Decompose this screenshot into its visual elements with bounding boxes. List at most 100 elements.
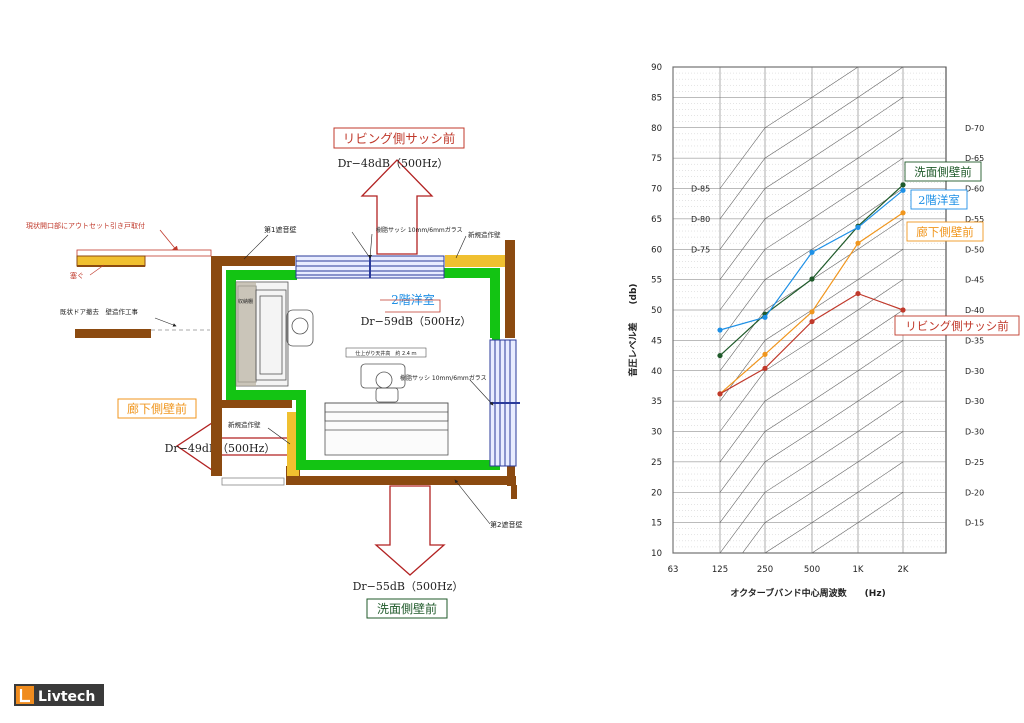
note-new-wall-left-leader	[267, 427, 291, 445]
series-point-0	[809, 276, 815, 282]
right-curve-label: D-30	[965, 428, 984, 437]
y-tick-label: 10	[651, 549, 662, 559]
note-wall1: 第1遮音壁	[264, 225, 296, 234]
y-tick-label: 30	[651, 428, 662, 438]
room-value: Dr−59dB（500Hz）	[361, 315, 472, 328]
series-point-3	[762, 365, 768, 371]
note-opening-leader	[159, 229, 179, 253]
brand-logo: Livtech	[14, 684, 104, 706]
outer-wall-right-low	[507, 456, 515, 486]
series-point-1	[762, 314, 768, 320]
x-tick-label: 1K	[853, 565, 864, 575]
x-tick-label: 125	[712, 565, 728, 575]
right-curve-label: D-65	[965, 154, 984, 163]
furniture	[235, 281, 449, 456]
top-label-box	[333, 127, 465, 149]
right-curve-labels: D-70D-65D-60D-55D-50D-45D-40D-35D-30D-30…	[965, 124, 984, 528]
series-point-2	[855, 240, 861, 246]
series-point-3	[809, 318, 815, 325]
outer-wall-left-step	[222, 400, 292, 408]
bottom-door-rail	[221, 477, 285, 486]
y-tick-label: 90	[651, 63, 662, 73]
outer-wall-top	[211, 256, 295, 266]
series-point-1	[855, 224, 861, 230]
bottom-value: Dr−55dB（500Hz）	[353, 580, 464, 593]
reference-curve	[719, 340, 904, 493]
note-right-sash-leader	[469, 379, 494, 406]
y-tick-label: 35	[651, 397, 662, 407]
y-tick-label: 45	[651, 336, 662, 346]
note-new-wall-left: 新規造作壁	[228, 420, 261, 429]
x-tick-label: 2K	[898, 565, 909, 575]
bottom-outward-arrow	[374, 485, 446, 576]
outer-wall-bottom	[300, 476, 516, 485]
note-wall2: 第2遮音壁	[490, 520, 522, 529]
series-point-1	[717, 327, 723, 333]
right-curve-label: D-15	[965, 519, 984, 528]
legend-box-1	[910, 189, 968, 210]
series-layer	[717, 182, 906, 397]
room-label-pointer	[380, 299, 441, 313]
left-curve-label: D-80	[691, 215, 710, 224]
left-label-box	[117, 398, 197, 419]
note-opening: 現状開口部にアウトセット引き戸取付	[26, 221, 145, 230]
right-curve-label: D-25	[965, 458, 984, 467]
series-point-3	[900, 307, 906, 313]
legend-box-0	[904, 161, 982, 182]
right-curve-label: D-70	[965, 124, 984, 133]
series-point-1	[809, 249, 815, 255]
new-wall-top-right	[445, 255, 505, 267]
y-tick-label: 75	[651, 154, 662, 164]
y-tick-label: 15	[651, 519, 662, 529]
y-tick-label: 80	[651, 124, 662, 134]
y-tick-label: 50	[651, 306, 662, 316]
outer-wall-right	[505, 240, 515, 338]
x-axis-title: オクターブバンド中心周波数 (Hz)	[730, 587, 885, 599]
right-curve-label: D-60	[965, 185, 984, 194]
reference-curve	[764, 461, 904, 553]
y-axis-title: 音圧レベル差 (db)	[627, 283, 639, 376]
legend-label-0: 洗面側壁前	[914, 165, 972, 179]
note-close: 塞ぐ	[70, 271, 84, 280]
outer-wall-left	[211, 256, 222, 476]
y-tick-label: 40	[651, 367, 662, 377]
series-point-2	[809, 309, 815, 315]
reference-curve	[719, 97, 904, 250]
reference-curve	[811, 492, 904, 553]
note-new-wall-top-leader	[455, 235, 467, 259]
series-point-3	[717, 391, 723, 397]
reference-curve	[719, 188, 904, 341]
reference-curve	[719, 67, 859, 189]
left-curve-labels: D-85D-80D-75	[691, 185, 710, 255]
y-tick-label: 65	[651, 215, 662, 225]
room-label: 2階洋室	[391, 292, 435, 307]
bottom-label: 洗面側壁前	[377, 601, 437, 616]
series-point-2	[900, 210, 906, 216]
note-top-sash-leader2	[351, 231, 371, 259]
opening-yellow-wall	[76, 255, 146, 267]
removed-door-wall	[75, 329, 151, 338]
left-curve-label: D-75	[691, 245, 710, 254]
note-door-remove-leader	[154, 317, 177, 327]
top-outward-arrow	[360, 159, 434, 255]
opening-door-frame	[76, 249, 212, 257]
legend-label-3: リビング側サッシ前	[905, 319, 1009, 333]
series-point-2	[762, 351, 768, 357]
top-sash	[295, 255, 445, 279]
bottom-label-box	[366, 598, 448, 619]
note-top-sash-leader	[368, 233, 373, 259]
note-right-sash: 樹脂サッシ 10mm/6mmガラス	[400, 374, 487, 382]
left-curve-label: D-85	[691, 185, 710, 194]
x-tick-label: 500	[804, 565, 820, 575]
series-point-0	[717, 352, 723, 359]
finish-note-box	[345, 347, 427, 358]
reference-curve	[719, 370, 904, 523]
right-curve-label: D-35	[965, 336, 984, 345]
logo-mark-glyph	[19, 689, 30, 703]
series-point-3	[855, 290, 861, 297]
right-sash	[489, 339, 520, 467]
